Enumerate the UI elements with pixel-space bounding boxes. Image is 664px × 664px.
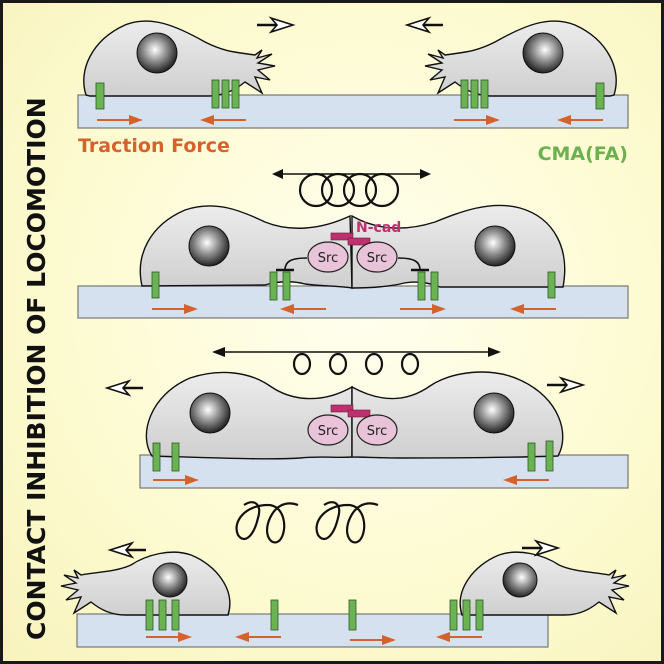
figure-title: CONTACT INHIBITION OF LOCOMOTION xyxy=(22,97,51,640)
focal-adhesion xyxy=(171,442,180,472)
focal-adhesion xyxy=(158,599,167,631)
focal-adhesion xyxy=(211,79,220,109)
focal-adhesion xyxy=(221,79,230,109)
direction-arrow-right-icon xyxy=(255,16,295,34)
cell-right xyxy=(459,551,630,616)
focal-adhesion xyxy=(151,271,160,299)
tension-coil-tight xyxy=(298,172,400,208)
src-protein xyxy=(307,241,349,273)
inhibition-line xyxy=(397,257,421,271)
cell-right xyxy=(351,204,566,289)
focal-adhesion xyxy=(282,271,291,301)
direction-arrow-left-icon xyxy=(105,379,145,397)
focal-adhesion xyxy=(595,82,605,110)
traction-force-label: Traction Force xyxy=(78,135,230,157)
nucleus xyxy=(502,562,538,598)
n-cadherin xyxy=(347,409,371,418)
cma-label: CMA(FA) xyxy=(538,143,628,165)
n-cadherin xyxy=(330,232,354,241)
nucleus xyxy=(189,392,231,434)
direction-arrow-right-icon xyxy=(545,376,585,394)
cell-left xyxy=(139,205,353,289)
focal-adhesion xyxy=(470,79,479,109)
focal-adhesion xyxy=(269,271,278,301)
focal-adhesion xyxy=(152,442,161,472)
src-protein xyxy=(356,414,398,446)
focal-adhesion xyxy=(348,599,357,631)
n-cadherin xyxy=(330,404,354,413)
cell-left xyxy=(145,371,353,460)
panel-4 xyxy=(60,501,630,648)
cell-right xyxy=(351,371,564,459)
focal-adhesion xyxy=(430,271,439,301)
focal-adhesion xyxy=(145,599,154,631)
panel-2: N-cad Src Src xyxy=(77,169,629,319)
panel-1: Traction Force CMA(FA) xyxy=(77,16,629,165)
substrate xyxy=(77,285,629,319)
focal-adhesion xyxy=(545,440,554,472)
nucleus xyxy=(136,32,178,74)
arrowhead-right-icon xyxy=(420,169,431,179)
direction-arrow-left-icon xyxy=(405,16,445,34)
focal-adhesion xyxy=(449,599,458,631)
focal-adhesion xyxy=(480,79,489,109)
focal-adhesion xyxy=(475,599,484,631)
cell-left xyxy=(60,551,231,616)
arrowhead-left-icon xyxy=(212,347,225,357)
nucleus xyxy=(188,225,230,267)
arrowhead-right-icon xyxy=(488,347,501,357)
substrate xyxy=(139,454,629,489)
focal-adhesion xyxy=(460,79,469,109)
focal-adhesion xyxy=(527,442,536,472)
focal-adhesion xyxy=(231,79,240,109)
ncad-label: N-cad xyxy=(356,220,401,236)
nucleus xyxy=(152,562,188,598)
focal-adhesion xyxy=(417,271,426,301)
arrowhead-left-icon xyxy=(272,169,283,179)
n-cadherin xyxy=(347,237,371,246)
focal-adhesion xyxy=(95,82,105,110)
focal-adhesion xyxy=(270,599,279,631)
nucleus xyxy=(473,392,515,434)
src-label: Src xyxy=(318,424,338,439)
tension-coil-stretched xyxy=(292,352,420,376)
focal-adhesion xyxy=(171,599,180,631)
src-protein xyxy=(307,414,349,446)
src-protein xyxy=(356,241,398,273)
panel-3: Src Src xyxy=(105,347,629,489)
cell-right xyxy=(424,20,617,97)
inhibition-line xyxy=(284,257,308,271)
coil-released xyxy=(235,501,379,544)
cell-left xyxy=(83,20,276,97)
direction-arrow-left-icon xyxy=(108,541,148,559)
src-label: Src xyxy=(367,251,387,266)
src-label: Src xyxy=(318,251,338,266)
nucleus xyxy=(474,225,516,267)
focal-adhesion xyxy=(547,271,556,299)
nucleus xyxy=(522,32,564,74)
substrate xyxy=(77,94,629,129)
src-label: Src xyxy=(367,424,387,439)
focal-adhesion xyxy=(462,599,471,631)
